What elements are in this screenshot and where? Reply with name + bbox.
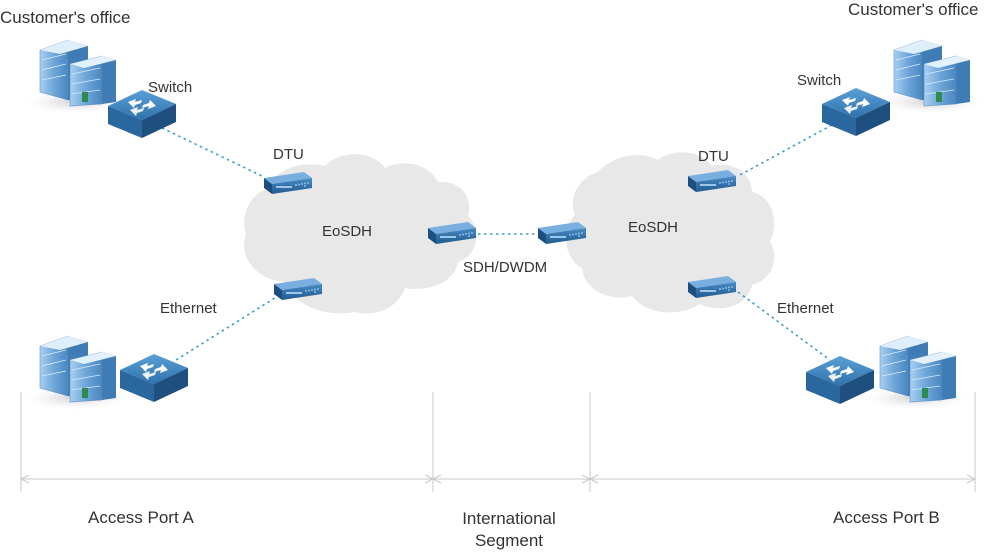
segment-label-international: International Segment [440,508,578,552]
segment-label-access-port-a: Access Port A [88,508,194,527]
dtu-label-right: DTU [698,148,729,165]
network-switch-icon-top-right [822,88,890,136]
switch-label-left: Switch [148,79,193,96]
building-icon-bottom-right [863,335,969,411]
building-icon-top-left [23,39,129,115]
sdh-dwdm-label: SDH/DWDM [463,259,548,276]
ethernet-label-left: Ethernet [160,300,217,317]
link-ethernet-right [737,291,831,361]
ethernet-label-right: Ethernet [777,300,834,317]
customer-office-label-right: Customer's office [848,0,979,19]
building-icon-bottom-left [23,335,129,411]
building-icon-top-right [877,39,983,115]
network-switch-icon-bottom-right [806,356,874,404]
segment-dimension-lines [19,392,977,492]
segment-label-international-line1: International [462,509,556,528]
customer-office-label-left: Customer's office [0,8,131,27]
network-switch-icon-bottom-left [120,354,188,402]
cloud-icon-left [244,154,477,314]
segment-label-access-port-b: Access Port B [833,508,940,527]
cloud-icon-right [566,152,775,313]
dtu-label-left: DTU [273,146,304,163]
link-switch-dtu-left [161,127,265,178]
segment-label-international-line2: Segment [474,531,544,550]
cloud-label-right: EoSDH [628,219,679,236]
cloud-label-left: EoSDH [322,223,373,240]
link-ethernet-left [175,295,279,361]
link-switch-dtu-right [737,124,833,177]
switch-label-right: Switch [797,72,842,89]
network-links [161,124,833,361]
